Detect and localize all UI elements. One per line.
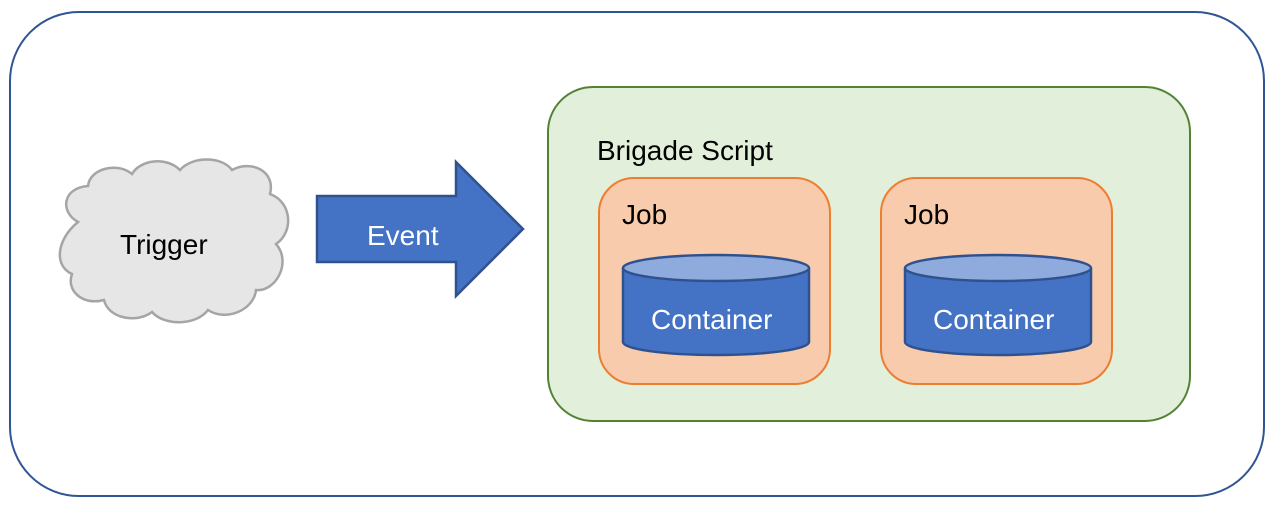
container-label-2: Container: [933, 304, 1055, 335]
container-cylinder-2: [903, 253, 1093, 357]
event-arrow: [315, 158, 525, 300]
container-cylinder-1: [621, 253, 811, 357]
trigger-label: Trigger: [120, 229, 208, 260]
trigger-cloud: [58, 158, 290, 324]
container-label-1: Container: [651, 304, 773, 335]
job-label-2: Job: [904, 199, 950, 230]
event-label: Event: [367, 220, 439, 251]
brigade-script-label: Brigade Script: [597, 135, 773, 166]
job-label-1: Job: [622, 199, 668, 230]
